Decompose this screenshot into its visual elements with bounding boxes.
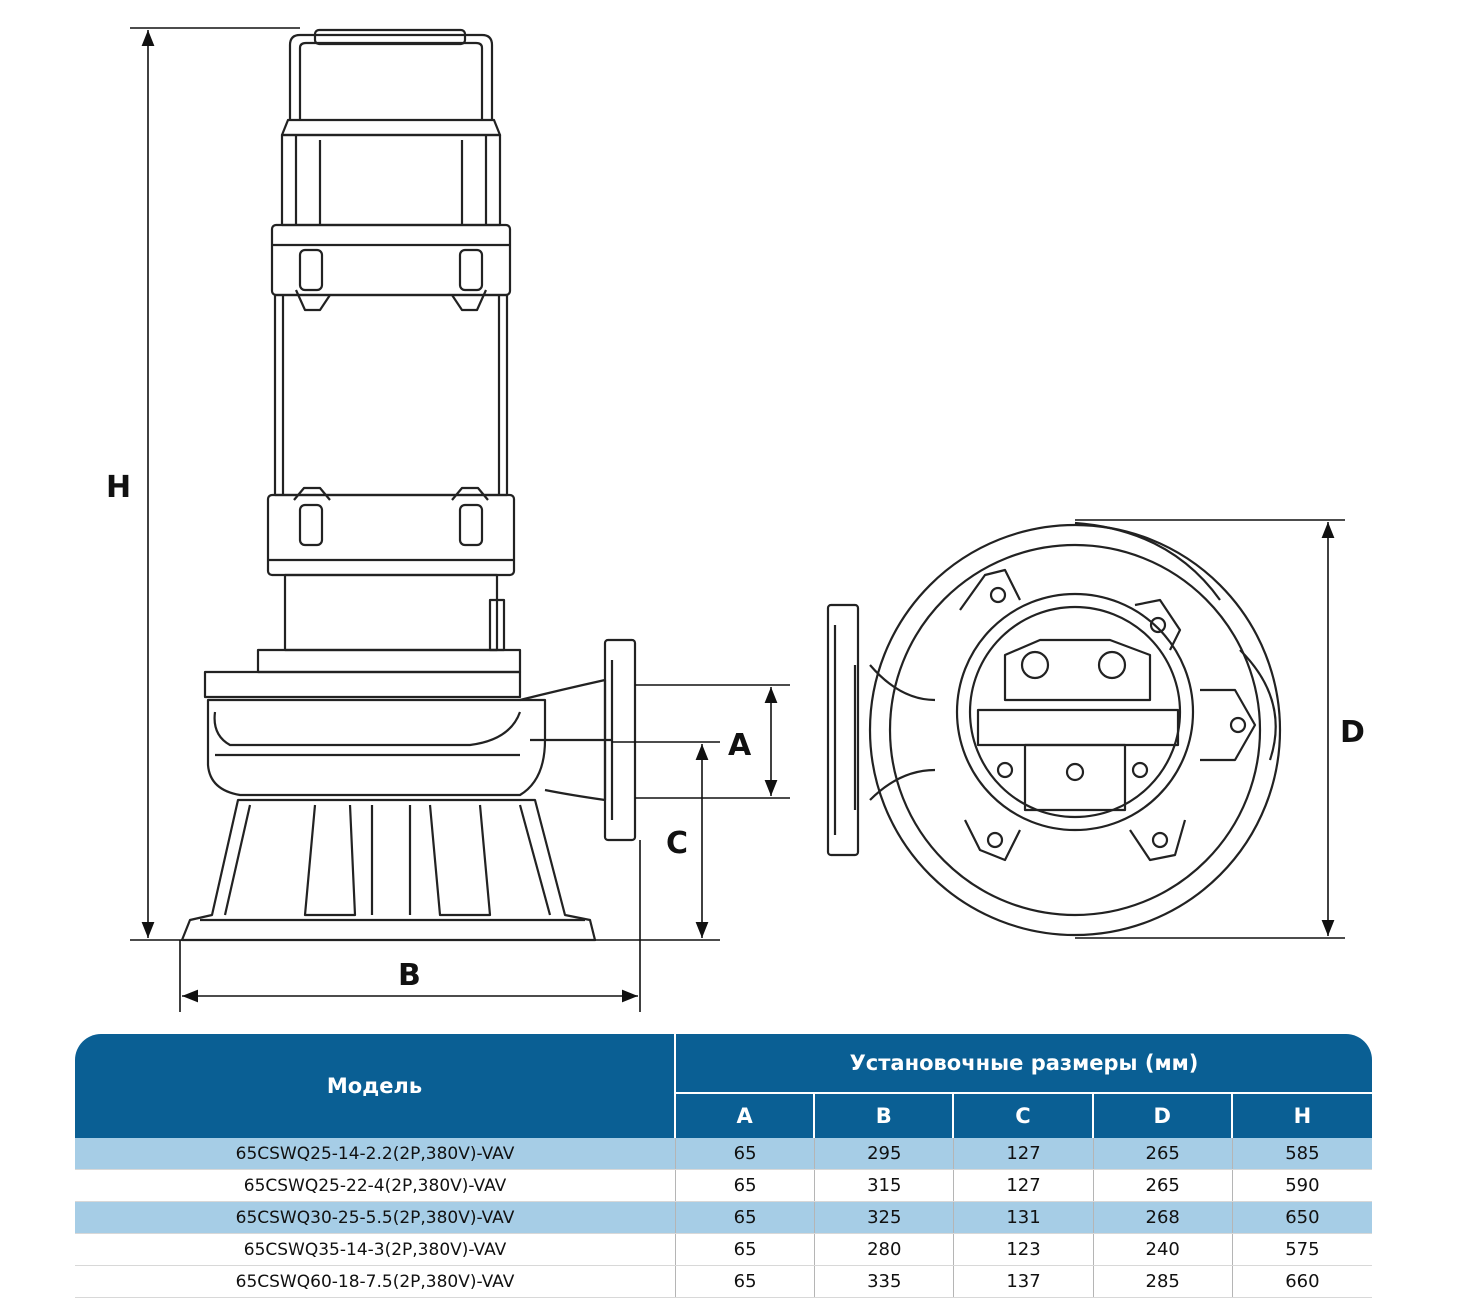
dim-label-d: D <box>1340 715 1365 750</box>
dim-label-b: B <box>398 958 421 993</box>
cell-model: 65CSWQ35-14-3(2P,380V)-VAV <box>75 1234 676 1265</box>
cell-b: 280 <box>815 1234 955 1265</box>
cell-a: 65 <box>676 1138 816 1169</box>
cell-d: 268 <box>1094 1202 1233 1233</box>
header-group: Установочные размеры (мм) <box>676 1034 1372 1094</box>
pump-side-view <box>180 28 637 942</box>
table-row: 65CSWQ35-14-3(2P,380V)-VAV 65 280 123 24… <box>75 1234 1372 1266</box>
cell-d: 265 <box>1094 1170 1233 1201</box>
cell-d: 240 <box>1094 1234 1233 1265</box>
cell-c: 131 <box>954 1202 1094 1233</box>
cell-d: 265 <box>1094 1138 1233 1169</box>
header-col-b: B <box>815 1094 955 1138</box>
cell-a: 65 <box>676 1266 816 1297</box>
cell-h: 650 <box>1285 1207 1320 1228</box>
table-row: 65CSWQ60-18-7.5(2P,380V)-VAV 65 335 137 … <box>75 1266 1372 1298</box>
cell-b: 335 <box>815 1266 955 1297</box>
cell-model: 65CSWQ25-22-4(2P,380V)-VAV <box>75 1170 676 1201</box>
table-row: 65CSWQ25-22-4(2P,380V)-VAV 65 315 127 26… <box>75 1170 1372 1202</box>
header-col-h: H <box>1293 1104 1312 1128</box>
header-col-a: A <box>676 1094 816 1138</box>
cell-b: 325 <box>815 1202 955 1233</box>
dimensions-table: Модель Установочные размеры (мм) A B C D… <box>75 1034 1372 1298</box>
pump-dimension-drawing: H B A C D <box>106 27 1365 1012</box>
cell-a: 65 <box>676 1202 816 1233</box>
cell-c: 137 <box>954 1266 1094 1297</box>
table-row: 65CSWQ30-25-5.5(2P,380V)-VAV 65 325 131 … <box>75 1202 1372 1234</box>
header-col-d: D <box>1094 1094 1233 1138</box>
cell-h: 590 <box>1285 1175 1320 1196</box>
cell-h: 575 <box>1285 1239 1320 1260</box>
cell-c: 123 <box>954 1234 1094 1265</box>
cell-b: 315 <box>815 1170 955 1201</box>
cell-model: 65CSWQ60-18-7.5(2P,380V)-VAV <box>75 1266 676 1297</box>
cell-c: 127 <box>954 1170 1094 1201</box>
cell-h: 585 <box>1285 1143 1320 1164</box>
cell-model: 65CSWQ25-14-2.2(2P,380V)-VAV <box>75 1138 676 1169</box>
cell-d: 285 <box>1094 1266 1233 1297</box>
pump-bottom-view <box>826 521 1282 937</box>
dim-label-a: A <box>728 728 752 763</box>
table-header: Модель Установочные размеры (мм) A B C D… <box>75 1034 1372 1138</box>
cell-a: 65 <box>676 1170 816 1201</box>
dim-label-c: C <box>666 826 688 861</box>
cell-model: 65CSWQ30-25-5.5(2P,380V)-VAV <box>75 1202 676 1233</box>
cell-b: 295 <box>815 1138 955 1169</box>
cell-h: 660 <box>1285 1271 1320 1292</box>
cell-c: 127 <box>954 1138 1094 1169</box>
dimension-lines <box>130 27 1345 1012</box>
table-row: 65CSWQ25-14-2.2(2P,380V)-VAV 65 295 127 … <box>75 1138 1372 1170</box>
cell-a: 65 <box>676 1234 816 1265</box>
header-col-c: C <box>954 1094 1094 1138</box>
header-model: Модель <box>75 1034 676 1138</box>
dim-label-h: H <box>106 470 131 505</box>
